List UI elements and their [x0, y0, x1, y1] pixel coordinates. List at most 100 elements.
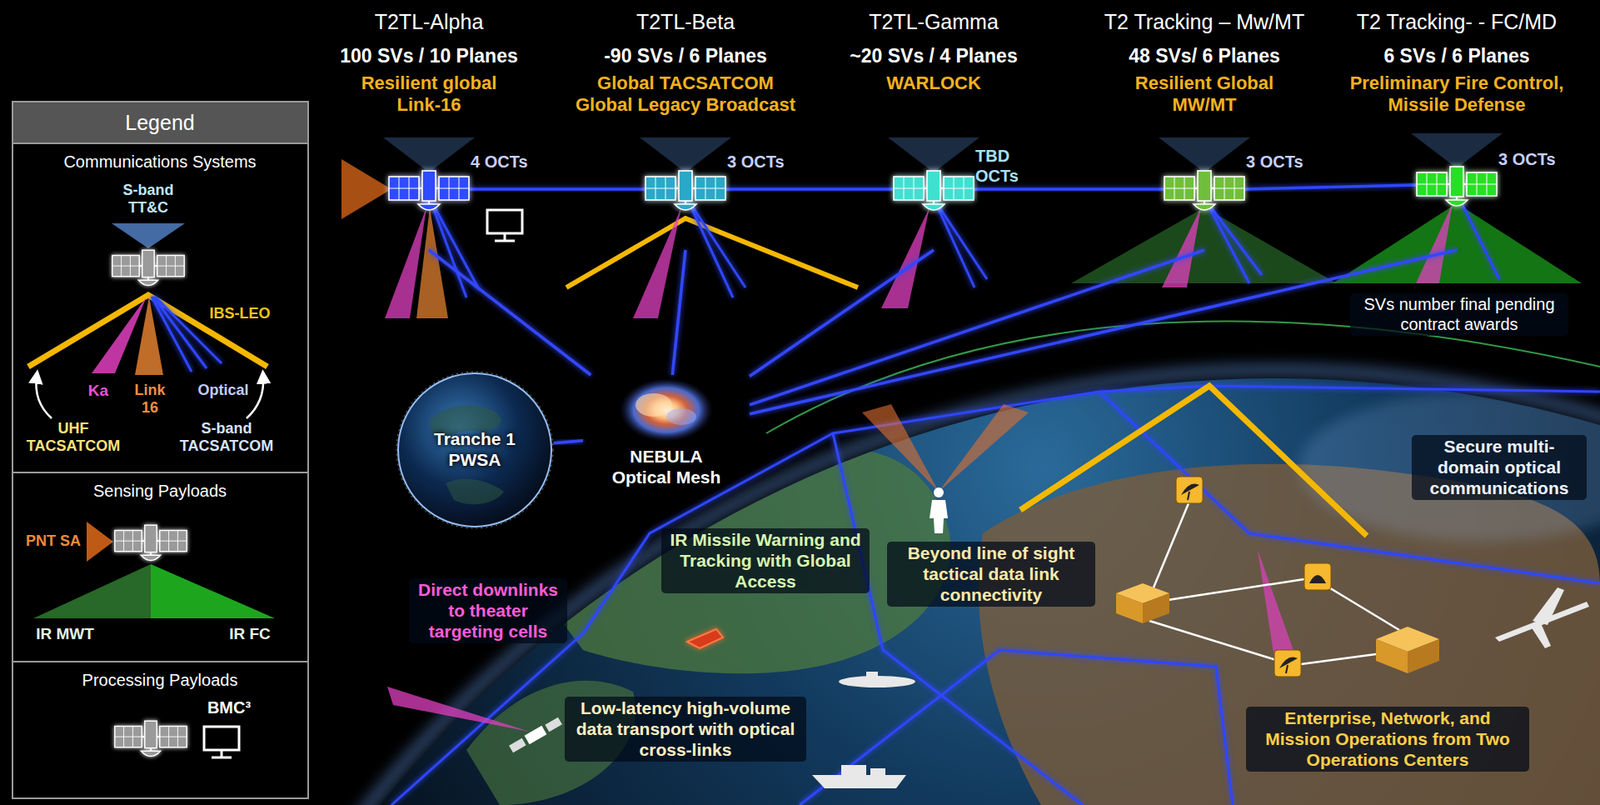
mission-text: WARLOCK: [842, 72, 1026, 95]
panel-grid: [114, 540, 142, 542]
optical-link: [553, 440, 584, 444]
satellite-dish: [922, 204, 945, 210]
constellation-column: T2 Tracking- - FC/MD6 SVs / 6 PlanesPrel…: [1326, 6, 1587, 250]
ground-terminal: [1285, 664, 1288, 673]
solar-panel: [695, 176, 726, 200]
legend-text: IR FC: [229, 624, 271, 643]
processing-monitor: [487, 209, 523, 241]
payload-beam: [939, 207, 987, 280]
ground-network-links: [1167, 578, 1305, 600]
optical-stub: [1202, 214, 1207, 250]
ground-network-links: [1327, 586, 1400, 630]
operations-center: [1407, 638, 1440, 673]
satellite-dish: [1445, 199, 1468, 206]
legend-section-heading: Processing Payloads: [82, 670, 239, 691]
solar-panel: [159, 530, 187, 552]
panel-grid: [1214, 188, 1245, 190]
legend-title: Legend: [124, 110, 195, 136]
legend-swatch: [153, 296, 207, 369]
ground-terminal: [1279, 657, 1298, 669]
payload-beam: [1209, 207, 1262, 284]
nebula-image: [619, 378, 713, 442]
optical-mesh-lines: [391, 385, 1600, 805]
payload-beam: [691, 207, 733, 298]
solar-panel: [112, 255, 140, 277]
ground-network-links: [1300, 653, 1376, 664]
legend-text: Link 16: [129, 381, 171, 417]
constellation-size: 100 SVs / 10 Planes: [324, 44, 534, 68]
tactical-beams: [1257, 549, 1296, 658]
capability-callout: IR Missile Warning and Tracking with Glo…: [661, 528, 870, 594]
solar-panel: [1416, 172, 1447, 196]
capability-callout: Enterprise, Network, and Mission Operati…: [1246, 706, 1530, 772]
satellite-body: [142, 249, 155, 277]
optical-stub: [683, 214, 688, 250]
crosslinks: [468, 184, 1417, 190]
legend-text: UHF TACSATCOM: [19, 419, 128, 455]
legend-swatch: [111, 223, 185, 249]
satellite-body: [144, 524, 157, 552]
optical-link: [428, 249, 591, 375]
constellation-column: T2TL-Beta-90 SVs / 6 PlanesGlobal TACSAT…: [555, 6, 816, 250]
legend-text: S-band TACSATCOM: [172, 419, 281, 455]
payload-beam: [341, 159, 392, 220]
payload-beam: [633, 207, 682, 319]
oct-count: 4 OCTs: [470, 152, 529, 173]
mesh-node: NEBULA Optical Mesh: [583, 374, 750, 492]
drone: [1532, 587, 1565, 625]
operations-center: [1375, 638, 1408, 673]
legend-panel: [12, 660, 309, 663]
mission-text: Preliminary Fire Control, Missile Defens…: [1335, 72, 1578, 116]
panel-grid: [1164, 188, 1195, 190]
column-heading: T2TL-Gamma: [829, 9, 1038, 35]
optical-mesh-lines: [799, 649, 1233, 805]
ground-terminal: [1176, 476, 1331, 677]
oct-count: 3 OCTs: [1246, 152, 1304, 173]
processing-monitor: [494, 239, 515, 243]
oct-count: 3 OCTs: [727, 152, 785, 173]
capability-callout: Beyond line of sight tactical data link …: [887, 541, 1096, 607]
satellite-icon: [1164, 170, 1245, 210]
note-text: SVs number final pending contract awards: [1350, 293, 1569, 336]
solar-panel: [114, 530, 142, 552]
legend-panel: [204, 726, 240, 750]
legend-swatch: [111, 223, 185, 249]
operations-center: [1116, 593, 1143, 624]
satellite-body: [1450, 166, 1464, 197]
payload-beam: [691, 207, 746, 298]
panel-grid: [157, 265, 185, 267]
nebula-image: [635, 393, 673, 417]
vessels: [812, 671, 916, 788]
legend-panel: [12, 471, 309, 474]
satellite-body: [927, 170, 941, 201]
land: [1299, 391, 1600, 542]
solar-panel: [157, 255, 185, 277]
panel-grid: [159, 736, 187, 738]
satellite-dish: [418, 204, 440, 210]
mission-text: Global TACSATCOM Global Legacy Broadcast: [570, 72, 801, 116]
payload-beam: [434, 207, 479, 290]
solar-panel: [1214, 176, 1245, 200]
processing-monitor: [487, 209, 523, 234]
capability-callout: Low-latency high-volume data transport w…: [564, 696, 807, 762]
vessels: [812, 774, 907, 788]
payload-beam: [639, 137, 732, 173]
payload-beam: [1415, 203, 1453, 284]
constellation-size: 48 SVs/ 6 Planes: [1087, 44, 1321, 68]
ground-network-links: [1149, 620, 1277, 660]
payload-beam: [1158, 137, 1251, 173]
ground-terminal: [1176, 476, 1203, 504]
solar-panel: [114, 726, 142, 748]
solar-panel: [943, 176, 974, 200]
constellation-size: -90 SVs / 6 Planes: [560, 44, 811, 68]
globe-land: [445, 478, 504, 504]
satellite-icon: [114, 524, 187, 560]
legend-section-heading: Sensing Payloads: [93, 481, 227, 502]
ibs-leo-beam: [1020, 385, 1367, 536]
optical-link: [749, 249, 1205, 405]
legend-panel: [12, 101, 309, 798]
oct-count: TBD OCTs: [975, 146, 1026, 186]
nebula-image: [666, 408, 697, 425]
satellite-body: [144, 720, 157, 748]
